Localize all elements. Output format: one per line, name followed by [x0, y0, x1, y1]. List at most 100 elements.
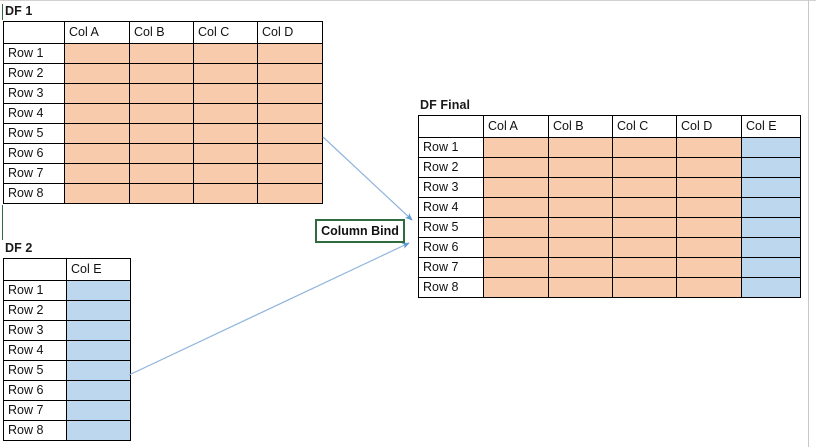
df-final-cell: [483, 197, 549, 218]
df1-row-label: Row 7: [3, 163, 65, 184]
green-rule-top: [2, 4, 3, 20]
df1-cell: [193, 183, 258, 204]
df-final-cell: [612, 157, 677, 178]
df2-table: Col E Row 1 Row 2 Row 3 Row 4: [3, 258, 131, 441]
df1-row-label: Row 2: [3, 63, 65, 84]
df1-cell: [129, 63, 194, 84]
df2-cell: [66, 400, 131, 421]
df2-row-label: Row 4: [3, 340, 67, 361]
df-final-block: DF Final Col A Col B Col C Col D Col E: [418, 98, 801, 298]
df-final-cell: [548, 277, 613, 298]
df1-cell: [257, 83, 323, 104]
page-edge-right: [808, 0, 809, 447]
table-row: Row 5: [3, 123, 323, 144]
df-final-row-label: Row 8: [418, 277, 484, 298]
table-row: Row 1: [418, 137, 801, 158]
df1-cell: [257, 123, 323, 144]
df-final-col-header-b: Col B: [548, 115, 613, 138]
df2-cell: [66, 360, 131, 381]
df2-cell: [66, 380, 131, 401]
df1-header-row: Col A Col B Col C Col D: [3, 21, 323, 44]
df-final-cell: [676, 257, 742, 278]
table-row: Row 2: [3, 300, 131, 321]
df2-row-label: Row 5: [3, 360, 67, 381]
df-final-cell: [676, 237, 742, 258]
df2-cell: [66, 340, 131, 361]
table-row: Row 6: [3, 380, 131, 401]
df1-cell: [64, 143, 130, 164]
df-final-cell: [548, 237, 613, 258]
df-final-cell: [548, 157, 613, 178]
df-final-row-label: Row 4: [418, 197, 484, 218]
df1-cell: [193, 63, 258, 84]
df-final-col-header-d: Col D: [676, 115, 742, 138]
df1-row-label: Row 6: [3, 143, 65, 164]
df1-cell: [193, 143, 258, 164]
table-row: Row 4: [3, 340, 131, 361]
df2-cell: [66, 300, 131, 321]
column-bind-text: Column Bind: [321, 224, 399, 238]
df1-cell: [193, 163, 258, 184]
df1-cell: [129, 83, 194, 104]
df1-row-label: Row 4: [3, 103, 65, 124]
df2-header-row: Col E: [3, 258, 131, 281]
df-final-cell: [741, 137, 801, 158]
df-final-row-label: Row 7: [418, 257, 484, 278]
df2-cell: [66, 420, 131, 441]
df2-cell: [66, 280, 131, 301]
df1-col-header-a: Col A: [64, 21, 130, 44]
df1-col-header-b: Col B: [129, 21, 194, 44]
df-final-col-header-c: Col C: [612, 115, 677, 138]
df-final-cell: [676, 157, 742, 178]
table-row: Row 6: [3, 143, 323, 164]
df-final-cell: [676, 277, 742, 298]
df1-cell: [64, 63, 130, 84]
table-row: Row 8: [3, 420, 131, 441]
df-final-cell: [483, 177, 549, 198]
connector-df2-to-column-bind: [128, 242, 410, 376]
df1-title: DF 1: [5, 4, 33, 18]
df-final-cell: [483, 137, 549, 158]
df-final-cell: [483, 277, 549, 298]
df1-cell: [129, 123, 194, 144]
table-row: Row 1: [3, 280, 131, 301]
df-final-cell: [741, 277, 801, 298]
df-final-cell: [741, 177, 801, 198]
df1-corner-header: [3, 21, 65, 44]
df-final-cell: [612, 217, 677, 238]
df1-block: DF 1 Col A Col B Col C Col D: [3, 4, 323, 204]
table-row: Row 2: [418, 157, 801, 178]
df1-cell: [193, 43, 258, 64]
df-final-cell: [612, 197, 677, 218]
df-final-cell: [741, 237, 801, 258]
df-final-cell: [548, 217, 613, 238]
df1-row-label: Row 8: [3, 183, 65, 204]
df-final-cell: [548, 257, 613, 278]
df2-block: DF 2 Col E Row 1 Row 2: [3, 241, 131, 441]
df1-row-label: Row 1: [3, 43, 65, 64]
df-final-cell: [741, 197, 801, 218]
df1-cell: [64, 183, 130, 204]
df1-cell: [193, 83, 258, 104]
df-final-col-header-a: Col A: [483, 115, 549, 138]
df-final-cell: [612, 277, 677, 298]
df-final-cell: [741, 217, 801, 238]
df-final-cell: [676, 217, 742, 238]
df2-row-label: Row 6: [3, 380, 67, 401]
df-final-cell: [612, 137, 677, 158]
df1-cell: [129, 183, 194, 204]
table-row: Row 3: [3, 83, 323, 104]
df-final-cell: [741, 157, 801, 178]
table-row: Row 5: [3, 360, 131, 381]
df1-cell: [257, 183, 323, 204]
df-final-cell: [676, 177, 742, 198]
column-bind-label[interactable]: Column Bind: [315, 219, 405, 243]
table-row: Row 4: [3, 103, 323, 124]
table-row: Row 1: [3, 43, 323, 64]
df1-cell: [64, 163, 130, 184]
df-final-row-label: Row 3: [418, 177, 484, 198]
connector-df1-to-column-bind: [322, 136, 413, 221]
df-final-cell: [676, 137, 742, 158]
table-row: Row 3: [418, 177, 801, 198]
